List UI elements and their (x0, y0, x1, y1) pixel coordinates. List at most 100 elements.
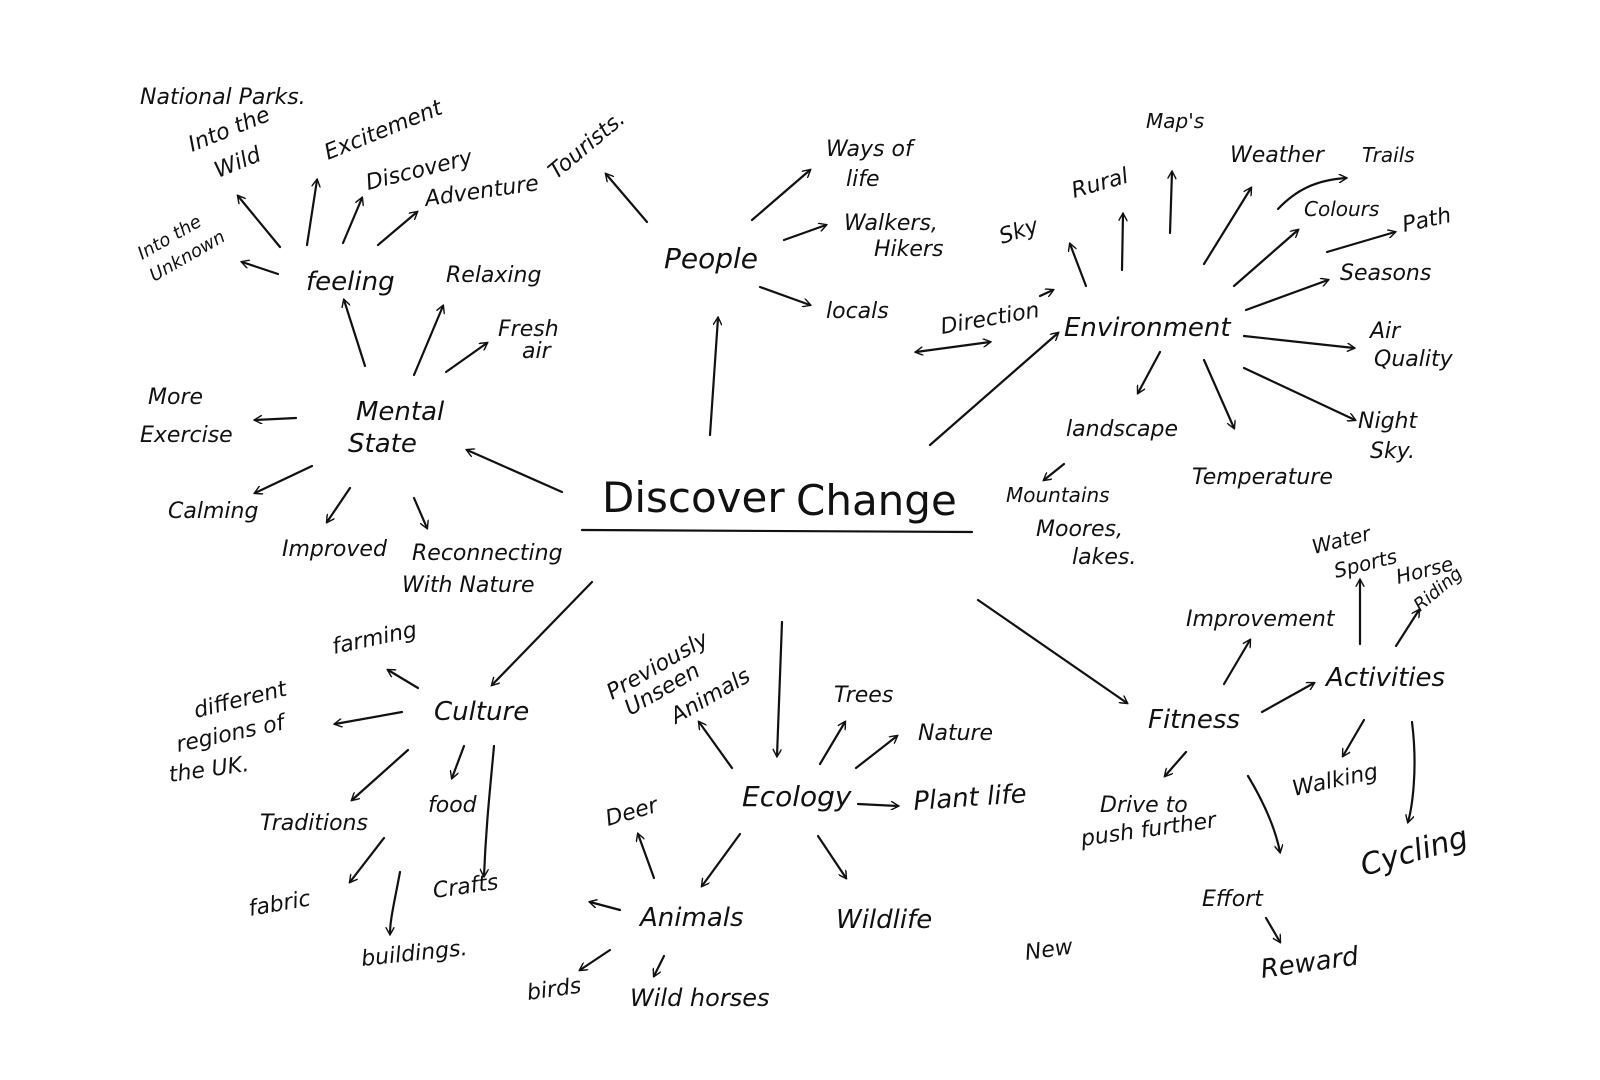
connector-env-night (1242, 366, 1355, 420)
connector-eco-animals (702, 832, 742, 886)
connector-env-air (1242, 334, 1354, 348)
leaf-tourists: Tourists. (544, 106, 630, 184)
connector-center-environment (928, 333, 1058, 447)
connector-env-direction (916, 342, 990, 352)
leaf-walking: Walking (1290, 759, 1380, 802)
connectors (238, 170, 1419, 976)
leaf-into-wild-2: Wild (211, 142, 266, 184)
connector-fitness-activities (1260, 683, 1314, 714)
leaf-calming: Calming (168, 499, 258, 524)
connector-env-weather (1202, 188, 1251, 266)
leaf-relaxing: Relaxing (446, 263, 541, 288)
connector-people-locals (758, 285, 810, 305)
leaf-farming: farming (330, 618, 419, 660)
leaf-traditions: Traditions (260, 811, 368, 836)
connector-culture-regions (335, 710, 404, 724)
leaf-walkers-1: Walkers, (844, 211, 938, 236)
branch-mental-state: Mental State More Exercise Calming Impro… (140, 263, 563, 598)
branch-fitness: Fitness Improvement Activities Water Spo… (1023, 521, 1472, 985)
connector-center-ecology (777, 620, 784, 756)
connector-env-rural (1122, 214, 1123, 272)
connector-mental-feeling (344, 300, 367, 368)
leaf-night-sky-2: Sky. (1370, 439, 1415, 464)
connector-env-sky (1070, 244, 1088, 288)
node-animals: Animals (638, 903, 744, 933)
leaf-more-exercise-1: More (148, 385, 203, 410)
node-activities: Activities (1324, 663, 1445, 693)
node-mental-state-1: Mental (356, 397, 445, 427)
connector-feeling-adventure (376, 212, 417, 247)
leaf-fresh-air-1: Fresh (498, 317, 559, 342)
leaf-nature: Nature (918, 721, 993, 746)
connector-people-ways (750, 170, 810, 222)
connector-act-horse (1394, 610, 1419, 648)
leaf-trails: Trails (1362, 143, 1415, 167)
connector-culture-traditions (352, 748, 410, 800)
connector-culture-food (452, 744, 466, 778)
connector-people-tourists (606, 174, 649, 224)
central-topic: Discover Change (602, 473, 957, 525)
node-environment: Environment (1064, 313, 1231, 343)
connector-env-mountains (1044, 462, 1066, 480)
connector-feeling-unknown (242, 262, 280, 276)
branch-ecology: Ecology Previously Unseen Animals Trees … (525, 627, 1027, 1012)
leaf-maps: Map's (1146, 109, 1204, 133)
connector-culture-buildings (390, 870, 402, 934)
connector-center-people (708, 318, 718, 437)
leaf-more-exercise-2: Exercise (140, 423, 233, 448)
leaf-mountains-1: Mountains (1006, 483, 1110, 507)
connector-mental-calming (255, 464, 314, 493)
leaf-reconnecting-1: Reconnecting (412, 541, 563, 566)
leaf-colours: Colours (1304, 197, 1379, 221)
branch-people: People Ways of life Walkers, Hikers loca… (664, 137, 943, 324)
branch-culture: Culture farming different regions of the… (167, 618, 529, 972)
connector-env-seasons (1244, 280, 1328, 312)
connector-people-walkers (782, 225, 826, 242)
leaf-rural: Rural (1069, 164, 1132, 204)
leaf-temperature: Temperature (1192, 465, 1333, 490)
connector-env-direction-link (1038, 290, 1053, 296)
leaf-cycling: Cycling (1357, 820, 1472, 884)
connector-feeling-excitement (305, 180, 317, 247)
node-culture: Culture (434, 697, 529, 727)
leaf-deer: Deer (603, 793, 663, 832)
branch-tourists: Tourists. (544, 106, 630, 184)
leaf-path: Path (1400, 203, 1453, 238)
connector-env-temperature (1202, 358, 1234, 428)
leaf-ways-of-life-1: Ways of (826, 137, 916, 162)
leaf-wild-horses: Wild horses (630, 984, 769, 1012)
leaf-weather: Weather (1230, 143, 1326, 168)
leaf-mountains-3: lakes. (1072, 545, 1136, 570)
connector-culture-farming (388, 670, 420, 690)
leaf-fabric: fabric (247, 886, 313, 921)
leaf-improved: Improved (282, 537, 388, 562)
connector-eco-plant (856, 804, 898, 806)
leaf-effort: Effort (1202, 887, 1264, 912)
leaf-fresh-air-2: air (522, 339, 553, 364)
connector-center-culture (492, 580, 594, 685)
connector-mental-improved (327, 486, 352, 522)
connector-eco-nature (854, 736, 897, 770)
leaf-air-quality-2: Quality (1374, 347, 1454, 372)
connector-mental-exercise (255, 418, 298, 420)
leaf-locals: locals (826, 299, 889, 324)
node-ecology: Ecology (742, 780, 852, 813)
branch-environment: Environment Direction Sky Rural Map's We… (939, 109, 1454, 570)
leaf-ways-of-life-2: life (846, 167, 880, 192)
node-feeling: feeling (306, 267, 395, 297)
connector-env-landscape (1138, 350, 1162, 393)
leaf-trees: Trees (834, 683, 893, 708)
center-underline (580, 528, 974, 534)
node-people: People (664, 242, 758, 275)
connector-mental-fresh-air (444, 343, 487, 374)
center-word-1: Discover (602, 473, 785, 522)
leaf-improvement: Improvement (1186, 607, 1336, 632)
connector-eco-wildlife (816, 834, 846, 878)
connector-animals-birds (580, 948, 612, 970)
connector-eco-unseen (699, 722, 734, 770)
connector-animals-left (590, 902, 622, 912)
leaf-national-parks: National Parks. (140, 85, 306, 110)
connector-mental-reconnecting (412, 496, 427, 528)
leaf-sky: Sky (996, 213, 1042, 249)
